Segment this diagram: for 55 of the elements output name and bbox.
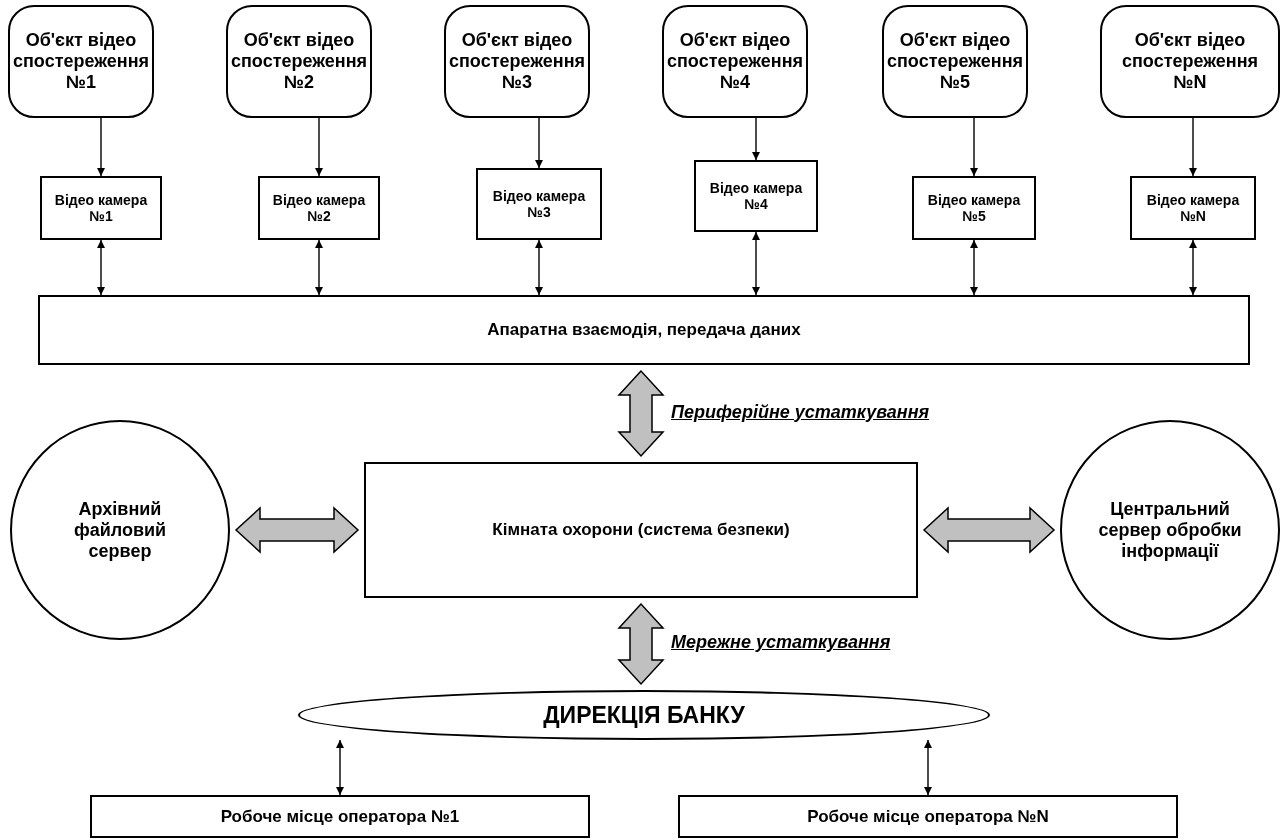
object-box (8, 5, 154, 118)
arrow (1189, 239, 1197, 296)
edge-label: Периферійне устаткування (669, 401, 932, 423)
edge-label: Мережне устаткування (669, 632, 893, 653)
arrow (535, 239, 543, 296)
node-text: Відео камера №2 (271, 192, 367, 224)
process-box (476, 168, 602, 240)
node-text: Об'єкт відео спостереження №2 (231, 30, 367, 93)
node-text: Об'єкт відео спостереження №1 (13, 30, 149, 93)
node-text: Центральний сервер обробки інформації (1097, 498, 1243, 562)
process-box (694, 160, 818, 232)
object-box (662, 5, 808, 118)
node-text: Об'єкт відео спостереження №N (1121, 30, 1259, 93)
double-arrow (617, 369, 665, 458)
arrow (924, 739, 932, 796)
object-box (444, 5, 590, 118)
process-box (364, 462, 918, 598)
process-box (1130, 176, 1256, 240)
arrow (97, 117, 105, 177)
arrow (97, 239, 105, 296)
node-text: Архівний файловий сервер (72, 498, 168, 562)
node-text: Робоче місце оператора №N (807, 806, 1049, 827)
node-text: Відео камера №3 (491, 188, 587, 220)
node-text: Об'єкт відео спостереження №3 (449, 30, 585, 93)
arrow (535, 117, 543, 169)
node-text: Об'єкт відео спостереження №4 (667, 30, 803, 93)
node-text: Робоче місце оператора №1 (220, 806, 460, 827)
node-text: Відео камера №4 (708, 180, 804, 212)
arrow (970, 117, 978, 177)
arrow (752, 231, 760, 296)
node-text: ДИРЕКЦІЯ БАНКУ (543, 701, 745, 729)
process-box (912, 176, 1036, 240)
node-text: Відео камера №N (1145, 192, 1241, 224)
arrow (336, 739, 344, 796)
double-arrow (617, 602, 665, 686)
arrow (970, 239, 978, 296)
double-arrow (234, 506, 360, 554)
arrow (315, 239, 323, 296)
process-box (678, 795, 1178, 838)
node-text: Апаратна взаємодія, передача даних (487, 320, 801, 340)
process-box (40, 176, 162, 240)
node-text: Об'єкт відео спостереження №5 (887, 30, 1023, 93)
process-box (258, 176, 380, 240)
double-arrow (922, 506, 1056, 554)
process-box (38, 295, 1250, 365)
object-box (882, 5, 1028, 118)
node-text: Кімната охорони (система безпеки) (492, 520, 790, 540)
object-box (226, 5, 372, 118)
arrow (752, 117, 760, 161)
process-box (90, 795, 590, 838)
node-text: Відео камера №5 (926, 192, 1022, 224)
arrow (1189, 117, 1197, 177)
node-text: Відео камера №1 (53, 192, 149, 224)
arrow (315, 117, 323, 177)
object-box (1100, 5, 1280, 118)
